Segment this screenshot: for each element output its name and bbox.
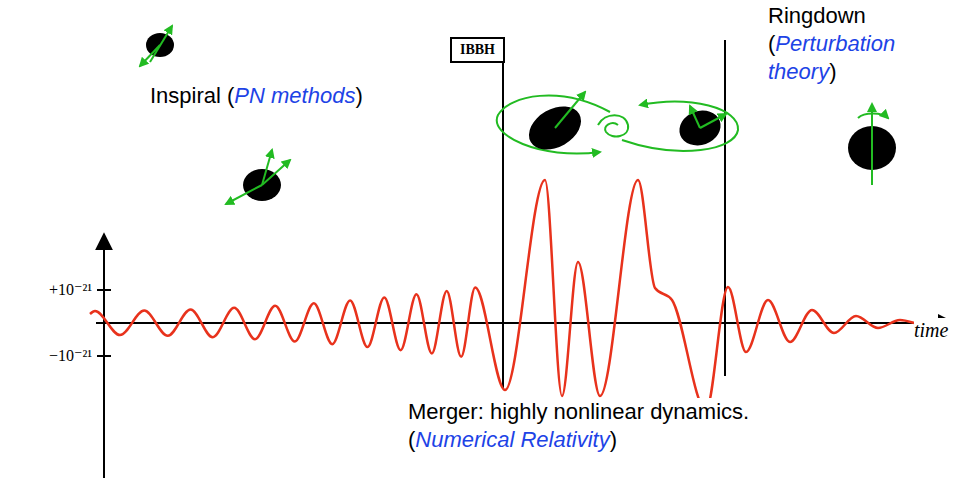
tick-label: +10⁻²¹	[4, 280, 92, 300]
phase-label: Inspiral (PN methods)	[150, 82, 410, 110]
phase-divider	[502, 38, 504, 388]
phase-marker-text: IBBH	[452, 39, 503, 61]
tick-mark	[97, 289, 111, 291]
phase-label: Ringdown (Perturbation theory)	[768, 2, 943, 86]
black-hole	[848, 104, 896, 185]
black-hole	[521, 92, 588, 158]
black-hole	[140, 26, 174, 66]
tick-mark	[97, 355, 111, 357]
black-hole	[226, 150, 290, 204]
axis-label: time	[914, 318, 960, 342]
tick-label: −10⁻²¹	[4, 346, 92, 366]
waveform-curve	[90, 180, 950, 410]
phase-marker-box: IBBH	[450, 37, 505, 63]
phase-label: Merger: highly nonlinear dynamics. (Nume…	[408, 398, 780, 454]
phase-divider	[724, 40, 726, 376]
black-hole	[674, 105, 726, 151]
